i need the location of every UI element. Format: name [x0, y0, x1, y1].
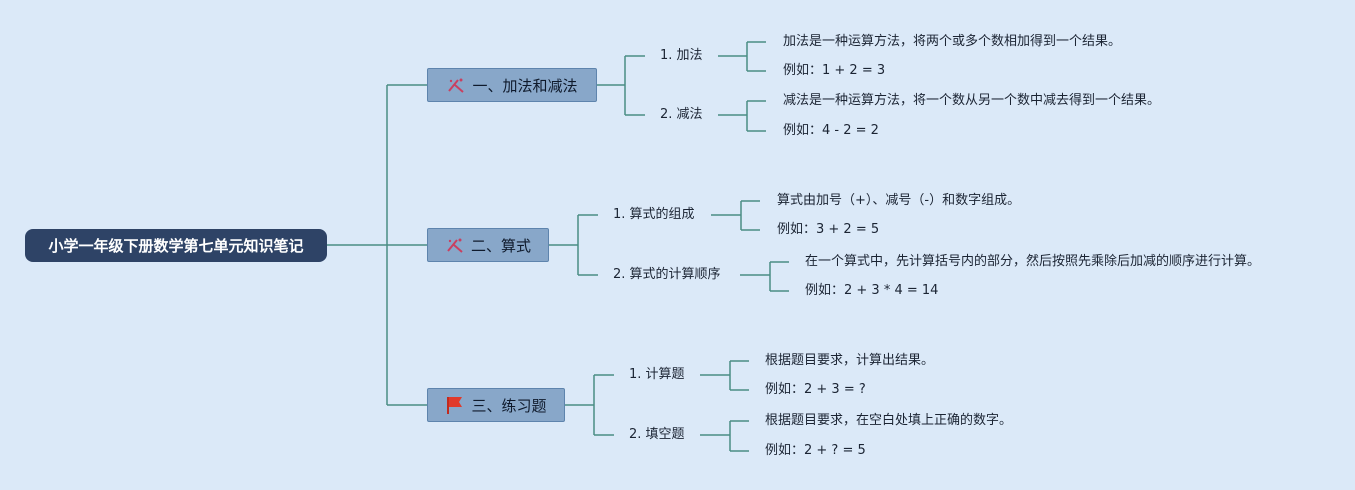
- leaf-text: 根据题目要求，在空白处填上正确的数字。: [765, 413, 1013, 428]
- connector-sub-3-1: [700, 360, 749, 391]
- connector-sub-2-1: [711, 200, 760, 231]
- subtopic-addition[interactable]: 1. 加法: [660, 48, 703, 63]
- leaf-text: 例如：2 + ? = 5: [765, 443, 866, 458]
- subtopic-formula-composition[interactable]: 1. 算式的组成: [613, 207, 695, 222]
- connector-root: [327, 84, 427, 406]
- leaf-text: 加法是一种运算方法，将两个或多个数相加得到一个结果。: [783, 34, 1122, 49]
- topic-label: 三、练习题: [471, 396, 547, 415]
- leaf-text: 算式由加号（+）、减号（-）和数字组成。: [777, 193, 1021, 208]
- connector-topic-2: [549, 214, 598, 276]
- subtopic-calculation-exercise[interactable]: 1. 计算题: [629, 367, 685, 382]
- leaf-text: 例如：4 - 2 = 2: [783, 123, 879, 138]
- connector-sub-3-2: [700, 420, 749, 452]
- topic-formula[interactable]: 二、算式: [427, 228, 549, 262]
- topic-label: 一、加法和减法: [472, 76, 578, 95]
- subtopic-fill-blank-exercise[interactable]: 2. 填空题: [629, 427, 685, 442]
- connector-topic-1: [597, 55, 645, 116]
- connector-topic-3: [565, 374, 614, 436]
- leaf-text: 例如：1 + 2 = 3: [783, 63, 886, 78]
- leaf-text: 在一个算式中，先计算括号内的部分，然后按照先乘除后加减的顺序进行计算。: [805, 254, 1261, 269]
- subtopic-subtraction[interactable]: 2. 减法: [660, 107, 703, 122]
- sparkle-icon: [446, 75, 466, 95]
- sparkle-icon: [445, 235, 465, 255]
- subtopic-calculation-order[interactable]: 2. 算式的计算顺序: [613, 267, 721, 282]
- leaf-text: 例如：3 + 2 = 5: [777, 222, 880, 237]
- leaf-text: 根据题目要求，计算出结果。: [765, 353, 935, 368]
- topic-exercises[interactable]: 三、练习题: [427, 388, 565, 422]
- leaf-text: 减法是一种运算方法，将一个数从另一个数中减去得到一个结果。: [783, 93, 1161, 108]
- topic-label: 二、算式: [470, 236, 531, 255]
- leaf-text: 例如：2 + 3 * 4 = 14: [805, 283, 939, 298]
- root-topic[interactable]: 小学一年级下册数学第七单元知识笔记: [25, 229, 327, 262]
- topic-addition-subtraction[interactable]: 一、加法和减法: [427, 68, 597, 102]
- leaf-text: 例如：2 + 3 = ?: [765, 382, 866, 397]
- connector-sub-1-2: [718, 100, 766, 132]
- connector-sub-2-2: [740, 261, 789, 292]
- connector-sub-1-1: [718, 41, 766, 72]
- red-flag-icon: [445, 395, 465, 415]
